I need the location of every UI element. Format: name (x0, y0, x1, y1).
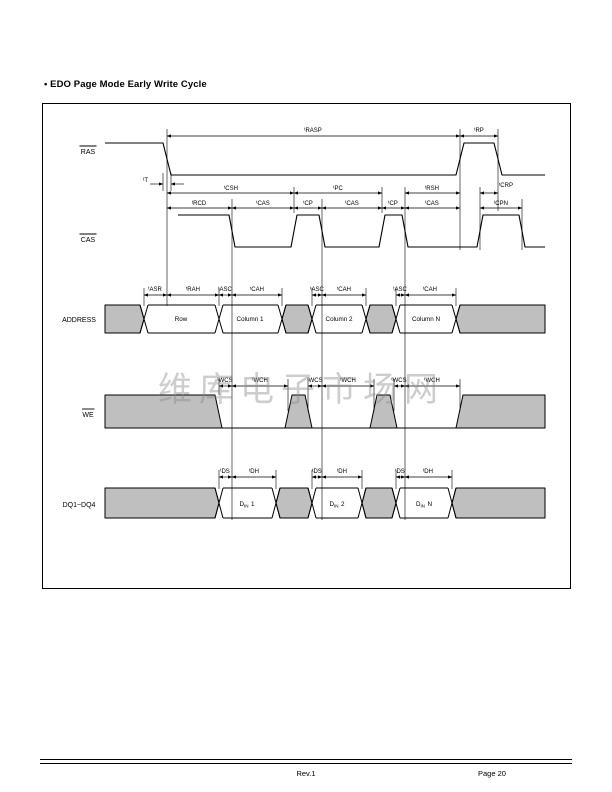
t-cah-label-1: tCAH (250, 285, 264, 293)
t-rasp-label: tRASP (304, 126, 322, 134)
t-cp-label-1: tCP (303, 199, 313, 207)
t-rsh-label: tRSH (425, 184, 439, 192)
t-wch-label-2: tWCH (340, 376, 356, 384)
dq-dontcare-left (104, 487, 220, 519)
t-asc-label-2: tASC (310, 285, 324, 293)
we-dontcare-left (104, 394, 223, 429)
ras-waveform (105, 142, 545, 176)
extension-lines (143, 129, 523, 520)
signal-label-ras: RAS (81, 149, 96, 156)
footer-page-number: Page 20 (478, 769, 506, 778)
cas-waveform (178, 214, 545, 248)
t-rp-label: tRP (474, 126, 484, 134)
t-csh-label: tCSH (224, 184, 238, 192)
address-dontcare-mid1 (281, 304, 313, 334)
dq-dontcare-mid2 (361, 487, 397, 519)
t-cas-label-2: tCAS (345, 199, 359, 207)
t-wcs-label-1: tWCS (217, 376, 232, 384)
t-cpn-label: tCPN (494, 199, 508, 207)
signal-label-we: WE (82, 412, 94, 419)
we-dontcare-right (455, 394, 546, 429)
address-bus: Row Column 1 Column 2 Column N (104, 304, 546, 334)
t-ds-label-2: tDS (312, 467, 322, 475)
dq-valid-outline (223, 487, 448, 519)
we-dontcare-bump2 (369, 394, 398, 429)
t-cah-label-3: tCAH (423, 285, 437, 293)
t-dh-label-2: tDH (337, 467, 347, 475)
address-value-column2: Column 2 (326, 316, 353, 323)
signal-label-dq: DQ1~DQ4 (63, 502, 96, 509)
t-pc-label: tPC (333, 184, 343, 192)
t-asc-label-1: tASC (218, 285, 232, 293)
t-ds-label-1: tDS (220, 467, 230, 475)
page-title: • EDO Page Mode Early Write Cycle (44, 79, 207, 90)
t-wcs-label-2: tWCS (307, 376, 322, 384)
address-value-row: Row (175, 316, 188, 323)
timing-diagram: RAS CAS ADDRESS WE DQ1~DQ4 Row Column 1 … (62, 126, 546, 520)
signal-label-cas: CAS (81, 237, 96, 244)
address-valid-outline (148, 304, 452, 334)
address-dontcare-right (455, 304, 546, 334)
t-cah-label-2: tCAH (337, 285, 351, 293)
t-cas-label-3: tCAS (425, 199, 439, 207)
footer-rule-1 (40, 759, 572, 760)
t-dh-label-1: tDH (249, 467, 259, 475)
t-asr-label: tASR (148, 285, 162, 293)
t-rcd-label: tRCD (192, 199, 207, 207)
timing-labels: tRASP tRP tT tCSH tPC tRSH tCRP tRCD tCA… (143, 126, 513, 475)
dq-dontcare-right (451, 487, 546, 519)
dq-dontcare-mid1 (275, 487, 313, 519)
t-wch-label-3: tWCH (424, 376, 440, 384)
address-value-column1: Column 1 (237, 316, 264, 323)
t-ds-label-3: tDS (395, 467, 405, 475)
t-rah-label: tRAH (186, 285, 200, 293)
we-waveform (104, 394, 546, 429)
t-crp-label: tCRP (499, 181, 513, 189)
signal-labels: RAS CAS ADDRESS WE DQ1~DQ4 (62, 145, 97, 509)
t-dh-label-3: tDH (423, 467, 433, 475)
timing-arrows (143, 134, 523, 479)
t-t-label: tT (143, 176, 148, 184)
t-asc-label-3: tASC (393, 285, 407, 293)
signal-label-address: ADDRESS (62, 317, 96, 324)
address-dontcare-mid2 (365, 304, 397, 334)
footer-rule-2 (40, 763, 572, 764)
timing-diagram-frame: RAS CAS ADDRESS WE DQ1~DQ4 Row Column 1 … (42, 103, 571, 589)
footer-revision: Rev.1 (296, 769, 316, 778)
t-cas-label-1: tCAS (256, 199, 270, 207)
t-wch-label-1: tWCH (252, 376, 268, 384)
dq-crossovers (214, 487, 457, 519)
address-value-columnN: Column N (412, 316, 440, 323)
address-dontcare-left (104, 304, 145, 334)
t-cp-label-2: tCP (388, 199, 398, 207)
address-crossovers (139, 304, 461, 334)
t-wcs-label-3: tWCS (391, 376, 406, 384)
we-dontcare-bump1 (284, 394, 313, 429)
